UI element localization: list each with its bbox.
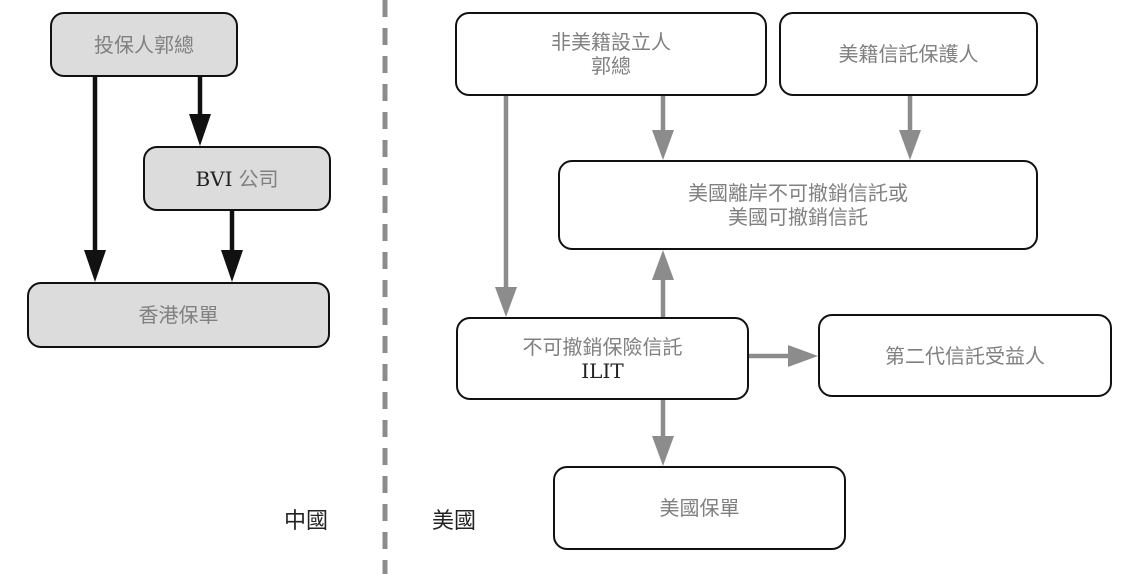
edge-settlor-to-us-trust: [652, 96, 674, 160]
node-ilit-line2: ILIT: [581, 358, 624, 383]
node-non-us-settlor: 非美籍設立人 郭總: [455, 12, 767, 96]
node-policyholder: 投保人郭總: [50, 12, 238, 77]
edge-bvi-to-hk-policy: [221, 211, 243, 282]
edge-policyholder-to-bvi: [189, 77, 211, 146]
edge-settlor-to-ilit: [495, 96, 517, 317]
node-non-us-settlor-line2: 郭總: [591, 54, 631, 78]
node-bvi-company-latin: BVI: [195, 166, 233, 191]
node-us-trust-protector: 美籍信託保護人: [779, 12, 1038, 96]
node-us-trust-line2: 美國可撤銷信託: [728, 205, 868, 229]
node-bvi-company: BVI 公司: [143, 146, 331, 211]
region-label-china: 中國: [284, 509, 329, 534]
edge-ilit-to-us-policy: [652, 400, 674, 466]
node-us-trust: 美國離岸不可撤銷信託或 美國可撤銷信託: [558, 160, 1038, 250]
edge-ilit-to-second-gen: [749, 345, 818, 367]
edge-policyholder-to-hk-policy: [84, 77, 106, 282]
node-hk-policy-label: 香港保單: [138, 303, 219, 327]
region-label-us: 美國: [432, 509, 477, 534]
node-us-policy: 美國保單: [553, 466, 846, 550]
node-second-gen-beneficiary-label: 第二代信託受益人: [885, 343, 1045, 368]
node-policyholder-label: 投保人郭總: [94, 32, 194, 57]
edge-protector-to-us-trust: [899, 96, 921, 160]
node-us-policy-label: 美國保單: [659, 496, 740, 520]
node-ilit-line1: 不可撤銷保險信託: [522, 334, 683, 359]
edge-ilit-to-us-trust: [652, 250, 674, 317]
node-us-trust-line1: 美國離岸不可撤銷信託或: [688, 181, 908, 205]
node-non-us-settlor-line1: 非美籍設立人: [551, 30, 671, 54]
node-ilit: 不可撤銷保險信託 ILIT: [456, 317, 749, 400]
node-second-gen-beneficiary: 第二代信託受益人: [818, 314, 1112, 397]
node-hk-policy: 香港保單: [27, 282, 330, 348]
node-us-trust-protector-label: 美籍信託保護人: [838, 42, 979, 66]
node-bvi-company-cjk: 公司: [238, 166, 279, 191]
